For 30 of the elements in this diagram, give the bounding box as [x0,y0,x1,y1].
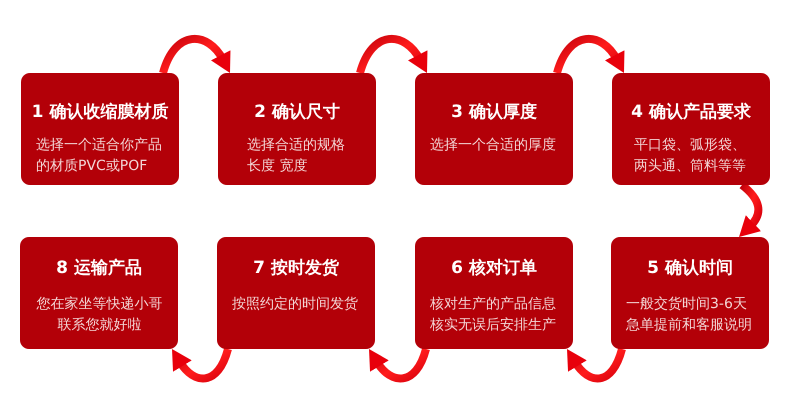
step-description: 一般交货时间3-6天急单提前和客服说明 [626,295,753,335]
curved-arrow [171,348,232,382]
step-card [21,73,179,185]
step-card [415,237,573,349]
step-description: 按照约定的时间发货 [232,295,359,314]
curved-arrow [368,348,430,382]
step-title: 5 确认时间 [647,257,733,279]
step-title: 7 按时发货 [253,257,339,279]
step-description: 核对生产的产品信息核实无误后安排生产 [430,295,557,335]
step-title: 1 确认收缩膜材质 [32,101,168,123]
step-description: 选择一个适合你产品的材质PVC或POF [36,136,163,176]
step-card [612,73,770,185]
step-card [415,73,573,185]
step-description: 选择一个合适的厚度 [430,136,557,155]
step-title: 2 确认尺寸 [254,101,340,123]
step-description: 您在家坐等快递小哥联系您就好啦 [36,295,164,335]
curved-arrow [553,35,625,74]
step-card [611,237,769,349]
step-description: 平口袋、弧形袋、两头通、筒料等等 [634,136,747,176]
step-card [20,237,178,349]
step-title: 3 确认厚度 [451,101,537,123]
step-description: 选择合适的规格长度 宽度 [247,136,346,176]
step-title: 8 运输产品 [56,257,142,279]
step-card [217,237,375,349]
step-card [218,73,376,185]
curved-arrow [159,35,231,74]
step-title: 6 核对订单 [451,257,537,279]
curved-arrow [356,35,428,74]
curved-arrow [566,348,626,382]
step-title: 4 确认产品要求 [631,101,751,123]
